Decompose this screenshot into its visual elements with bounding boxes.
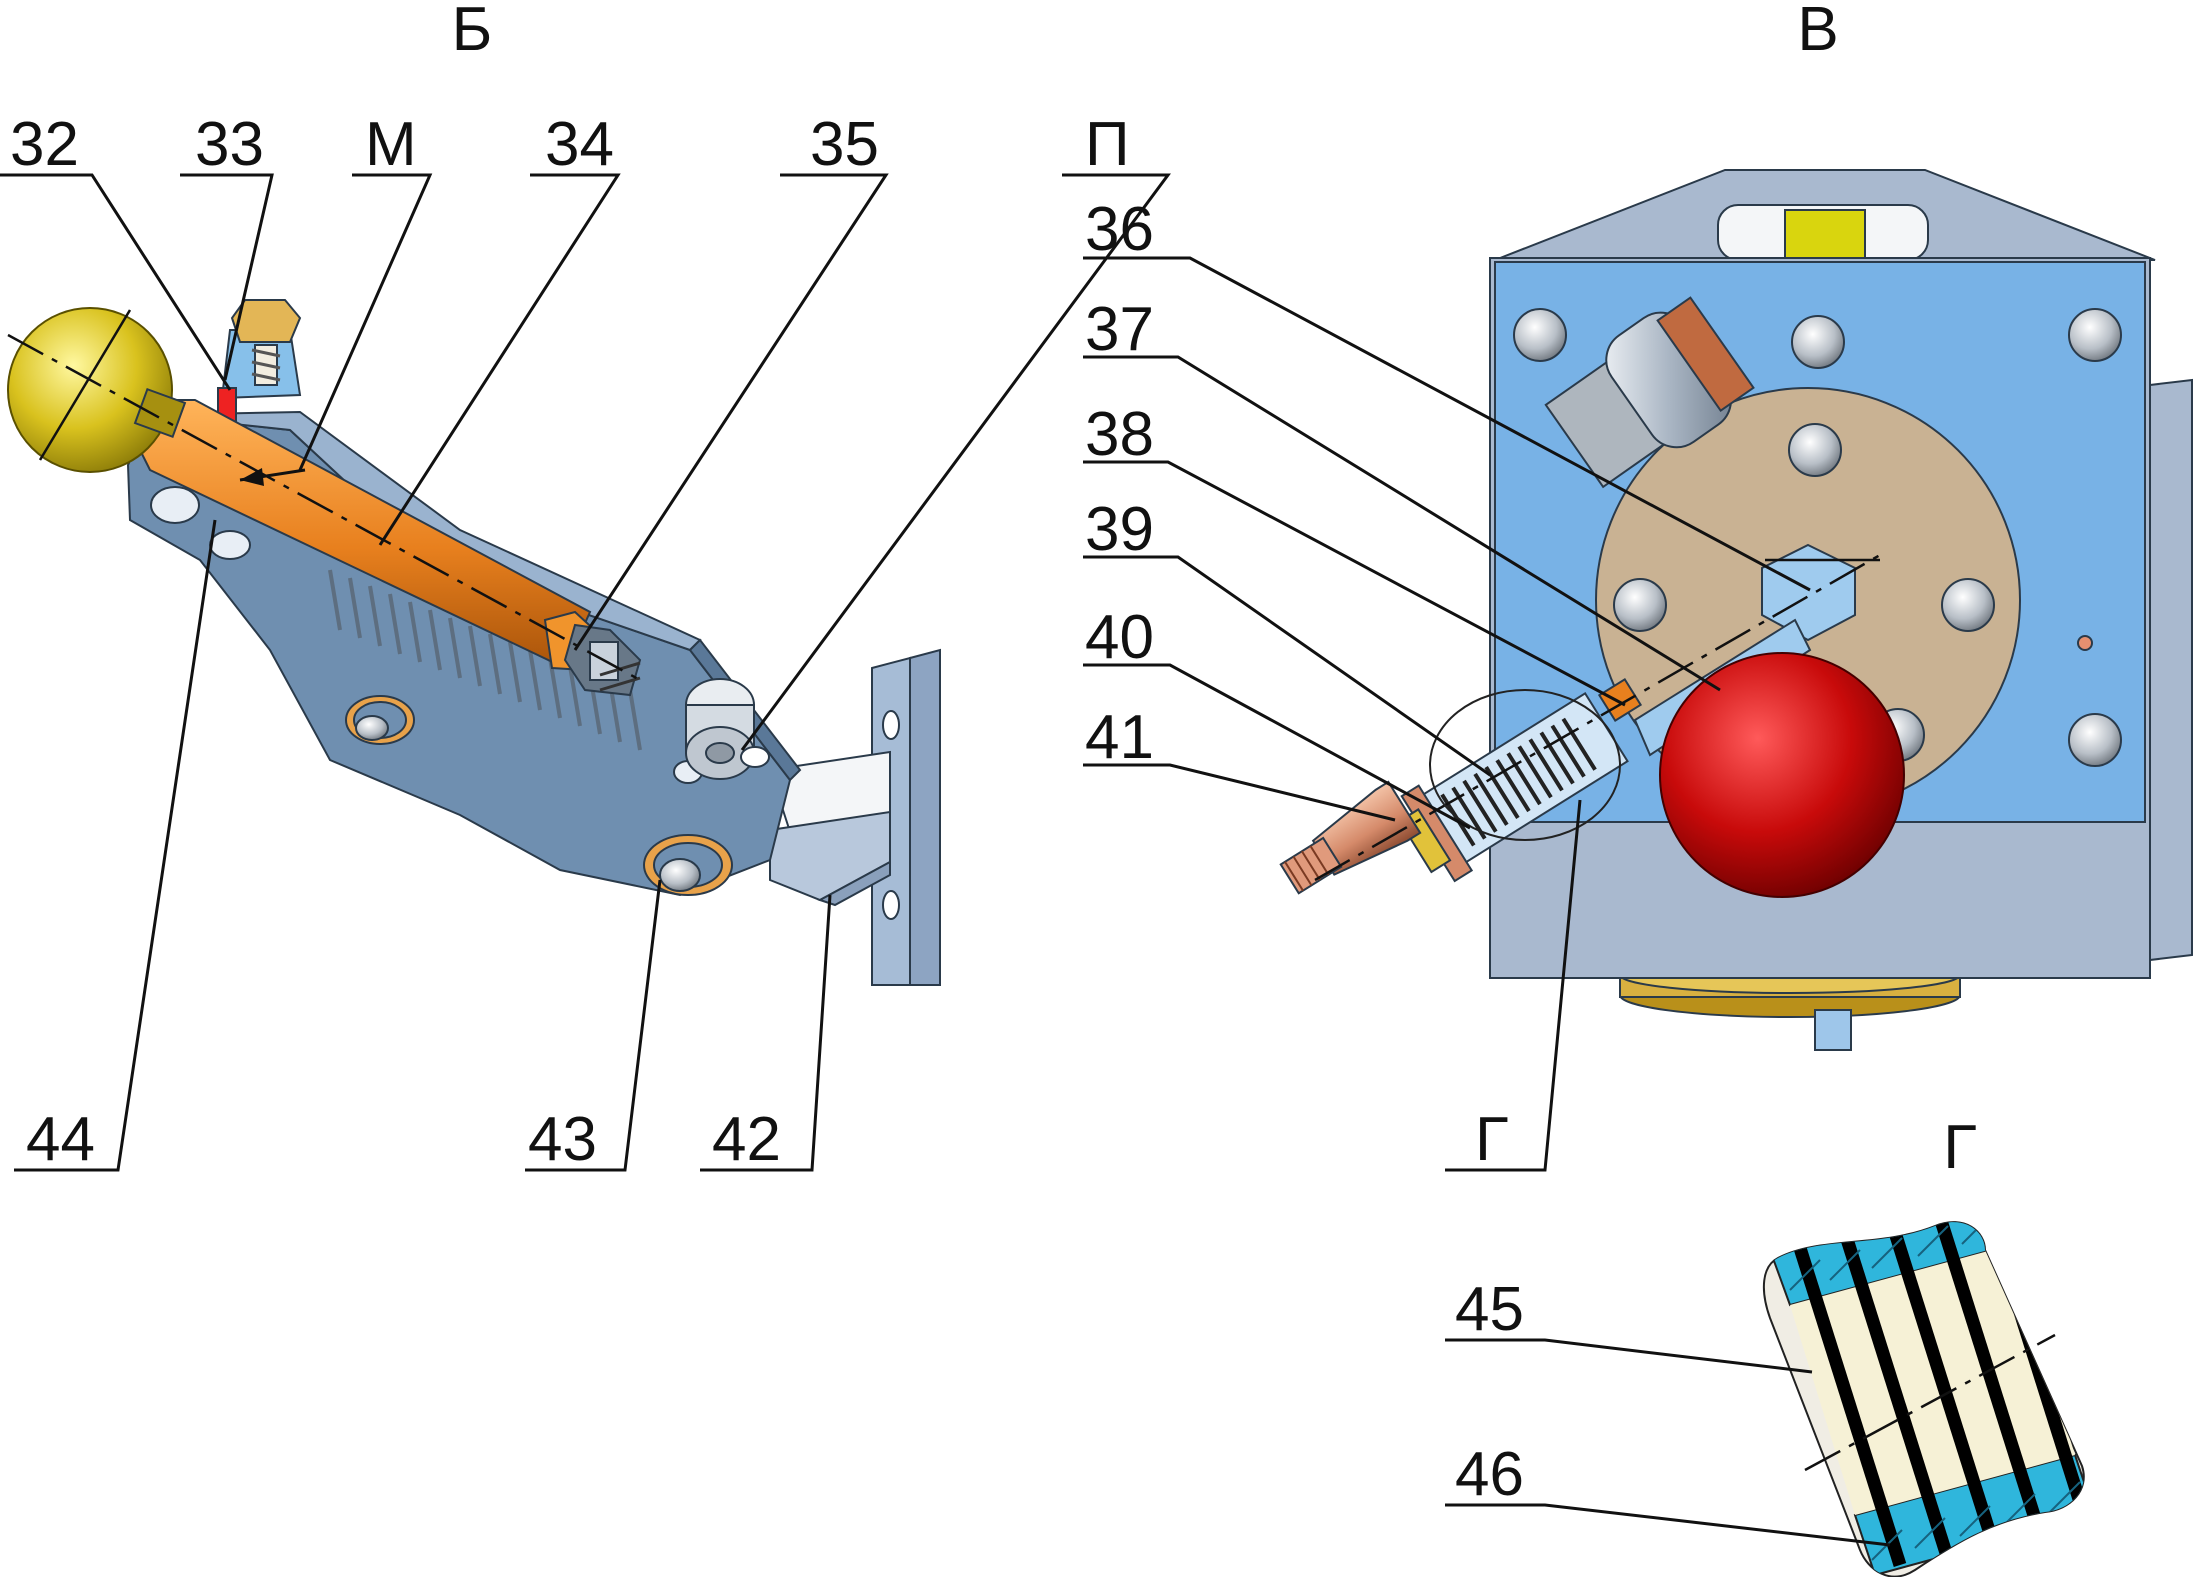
label-p: П <box>1085 110 1130 179</box>
axis-line-g <box>1804 1333 2056 1472</box>
label-33: 33 <box>195 110 264 179</box>
spring <box>328 569 642 751</box>
label-41: 41 <box>1085 703 1154 772</box>
section-g-view <box>1762 1221 2085 1577</box>
label-46: 46 <box>1455 1440 1524 1509</box>
label-38: 38 <box>1085 400 1154 469</box>
valve-block-view <box>1279 169 2193 1051</box>
arrow-m-head <box>240 468 264 486</box>
lever-assembly-view <box>7 299 941 986</box>
label-44: 44 <box>26 1105 95 1174</box>
silver-cap <box>1544 296 1755 489</box>
side-plate <box>2149 378 2193 962</box>
leader-lines <box>0 173 1891 1547</box>
label-37: 37 <box>1085 295 1154 364</box>
copper-fitting <box>1279 780 1422 895</box>
axis-line-v <box>1314 553 1881 882</box>
label-32: 32 <box>10 110 79 179</box>
label-40: 40 <box>1085 603 1154 672</box>
view-title-v: В <box>1797 0 1838 64</box>
label-42: 42 <box>712 1105 781 1174</box>
label-45: 45 <box>1455 1275 1524 1344</box>
knob-cross-line <box>38 309 132 461</box>
axis-line-b <box>7 333 641 682</box>
mounting-plate <box>768 648 941 986</box>
label-43: 43 <box>528 1105 597 1174</box>
body-bolts <box>1513 308 2122 767</box>
label-g: Г <box>1475 1105 1509 1174</box>
view-title-b: Б <box>452 0 493 64</box>
pin-43 <box>643 834 733 896</box>
section-g-marker <box>1429 689 1621 841</box>
fitting-housing <box>1398 692 1629 883</box>
label-34: 34 <box>545 110 614 179</box>
red-knob <box>1659 652 1905 898</box>
label-39: 39 <box>1085 495 1154 564</box>
yellow-tab <box>1784 209 1866 261</box>
callout-labels: 32 33 М 34 35 П 36 37 38 39 40 41 44 43 … <box>10 110 1524 1509</box>
pin-lower <box>345 695 415 745</box>
view-title-g: Г <box>1943 1113 1977 1182</box>
label-35: 35 <box>810 110 879 179</box>
roller <box>685 678 770 780</box>
label-36: 36 <box>1085 195 1154 264</box>
label-m: М <box>365 110 417 179</box>
